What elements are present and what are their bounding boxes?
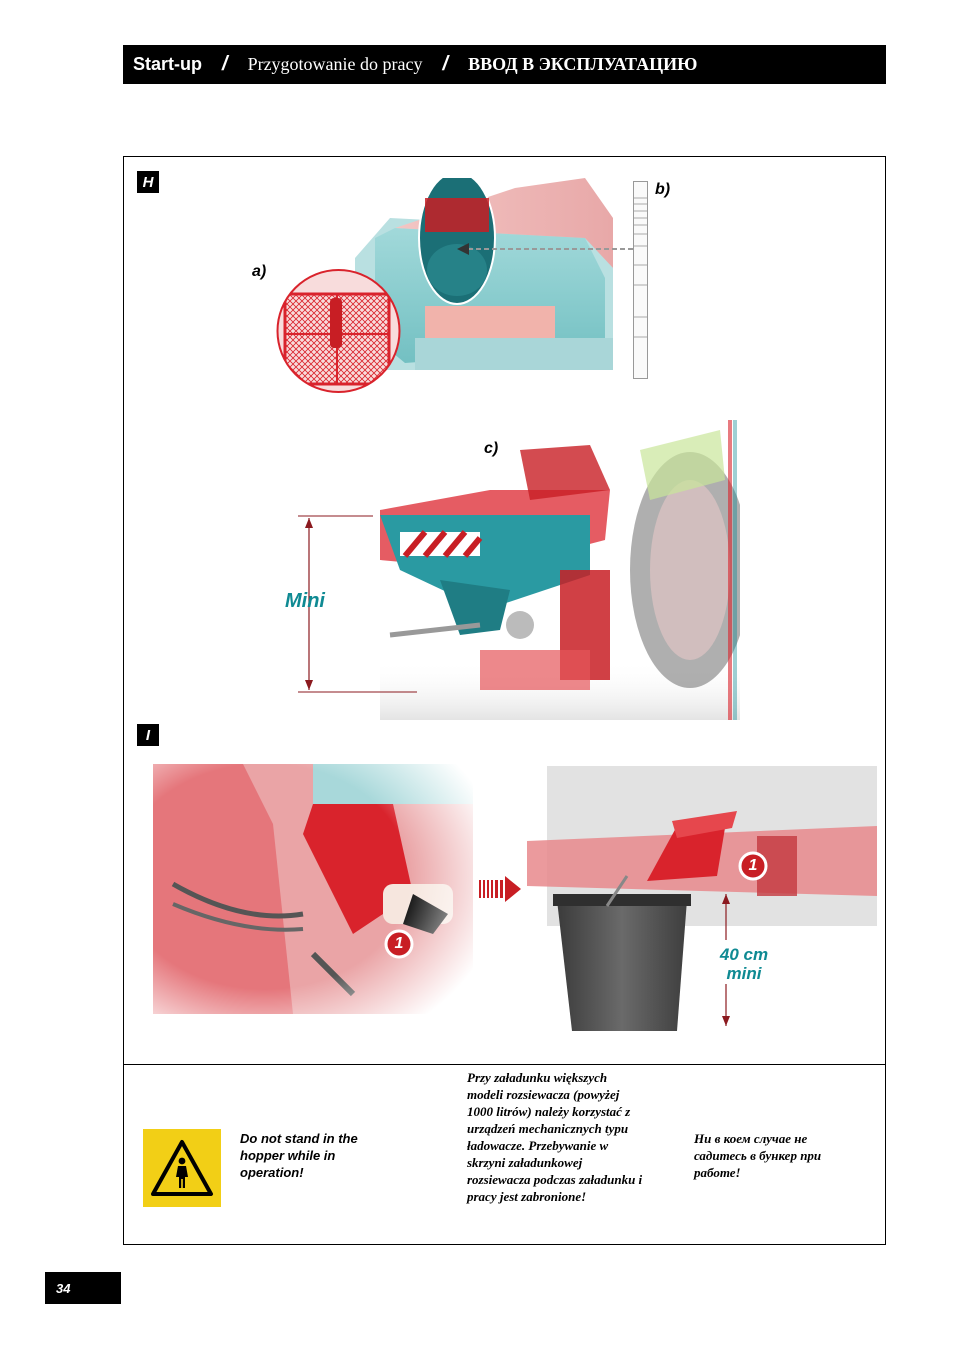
warning-text-pl: Przy załadunku większych modeli rozsiewa… (467, 1070, 643, 1204)
warning-sign (143, 1129, 221, 1207)
fill-level-arrow (457, 243, 633, 255)
grid-inset-illustration (275, 268, 402, 394)
header-bar: Start-up / Przygotowanie do pracy / ВВОД… (123, 45, 886, 84)
figure-label-c: c) (484, 440, 499, 457)
bucket-height-dimension (722, 894, 730, 1026)
color-stripe (728, 420, 738, 720)
callout-1-right (738, 851, 768, 881)
page-number: 34 (45, 1272, 121, 1304)
bucket-height-line1: 40 cm (719, 945, 769, 964)
header-title-ru: ВВОД В ЭКСПЛУАТАЦИЮ (468, 54, 698, 74)
level-scale (633, 181, 648, 379)
callout-1-right-number: 1 (748, 857, 758, 874)
bucket-height-line2: mini (726, 964, 762, 983)
section-label-h: H (137, 171, 159, 193)
calibration-bucket-illustration (527, 766, 877, 1036)
frame-divider (123, 1064, 886, 1065)
header-separator: / (222, 53, 228, 75)
section-label-i: I (137, 724, 159, 746)
callout-1-left-number: 1 (394, 935, 404, 952)
hopper-fill-illustration (355, 178, 613, 370)
warning-text-en: Do not stand in the hopper while in oper… (240, 1131, 358, 1180)
callout-1-left (384, 929, 414, 959)
mini-label: Mini (285, 590, 325, 612)
warning-text-ru: Ни в коем случае не садитесь в бункер пр… (694, 1131, 822, 1180)
person-in-hopper-warning-icon (151, 1140, 213, 1196)
spreader-on-tractor-illustration (380, 420, 740, 720)
mini-height-dimension (298, 515, 417, 693)
bucket-height-label: 40 cm mini (696, 945, 792, 983)
content-frame (123, 156, 886, 1245)
figure-label-a: a) (252, 263, 267, 280)
header-title-en: Start-up (133, 54, 202, 74)
chute-removal-illustration (153, 764, 473, 1014)
header-title-pl: Przygotowanie do pracy (247, 54, 423, 74)
header-separator: / (442, 53, 449, 75)
step-arrow-icon (479, 876, 521, 902)
figure-label-b: b) (655, 181, 671, 198)
